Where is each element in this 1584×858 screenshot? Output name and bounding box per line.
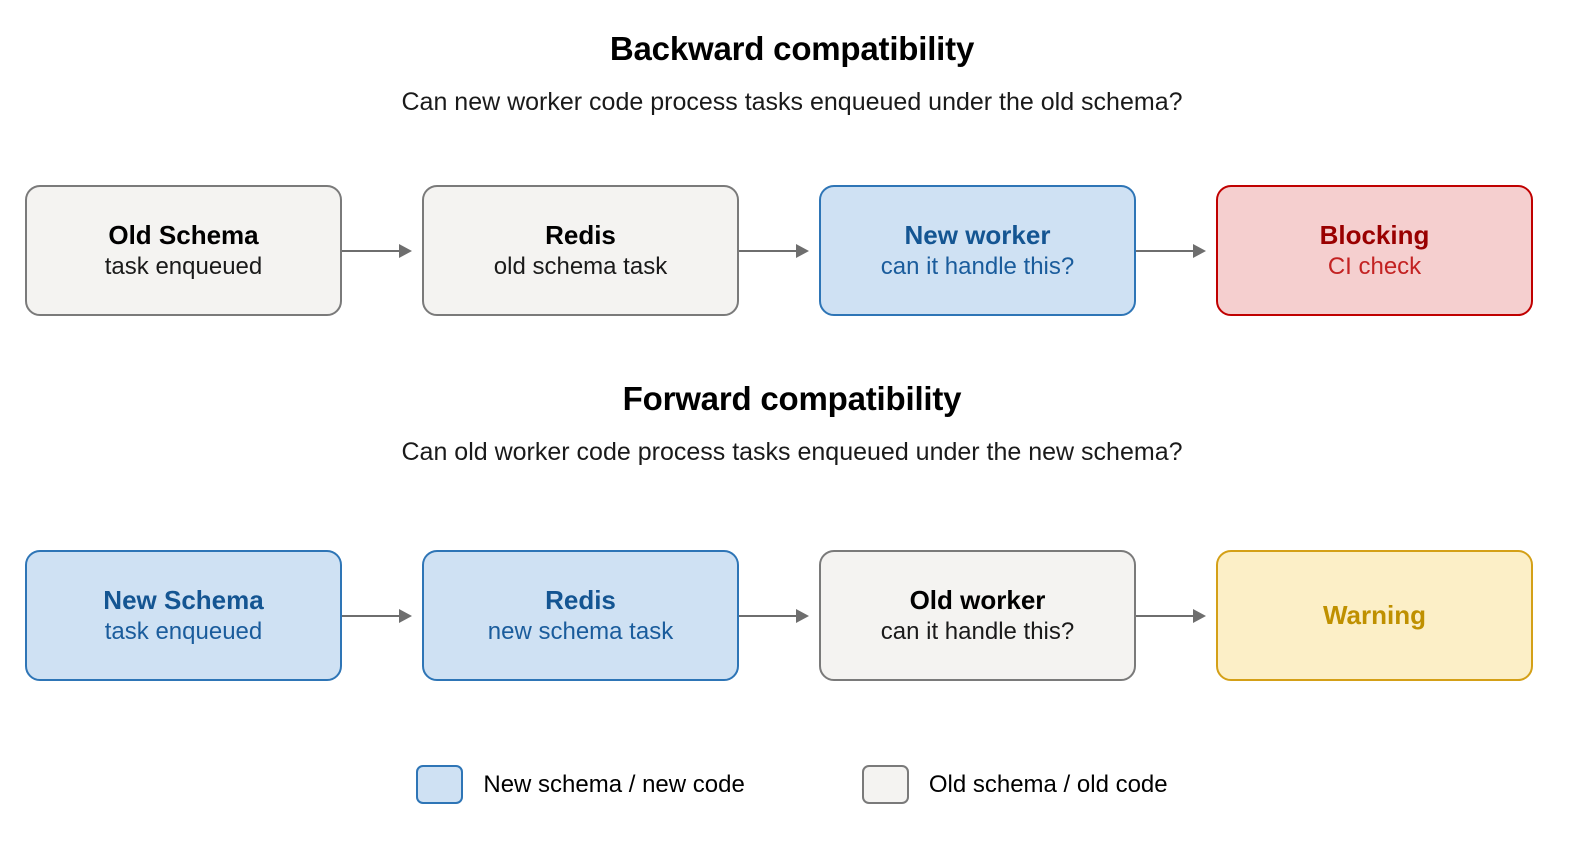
- node-title: Old worker: [909, 584, 1046, 615]
- arrow-shaft: [342, 249, 408, 252]
- arrow-right-icon: [1136, 185, 1216, 316]
- legend-swatch-blue-icon: [416, 765, 464, 804]
- forward-section-title: Forward compatibility: [622, 380, 962, 417]
- backward-section-subtitle: Can new worker code process tasks enqueu…: [401, 88, 1183, 116]
- legend-label: Old schema / old code: [928, 770, 1168, 798]
- node-redis-new[interactable]: Redis new schema task: [422, 550, 739, 681]
- arrow-shaft: [739, 249, 805, 252]
- backward-flow-row: Old Schema task enqueued Redis old schem…: [25, 185, 1533, 316]
- arrow-head: [399, 608, 412, 623]
- node-title: Redis: [545, 219, 616, 250]
- legend-item-new: New schema / new code: [416, 765, 745, 804]
- forward-section-subtitle: Can old worker code process tasks enqueu…: [401, 438, 1183, 466]
- arrow-head: [1193, 243, 1206, 258]
- node-title: Old Schema: [108, 219, 259, 250]
- arrow-head: [796, 608, 809, 623]
- node-blocking-ci-check[interactable]: Blocking CI check: [1216, 185, 1533, 316]
- node-new-worker[interactable]: New worker can it handle this?: [819, 185, 1136, 316]
- node-title: New worker: [904, 219, 1051, 250]
- arrow-shaft: [342, 614, 408, 617]
- arrow-head: [399, 243, 412, 258]
- node-warning[interactable]: Warning: [1216, 550, 1533, 681]
- legend: New schema / new code Old schema / old c…: [0, 765, 1584, 804]
- arrow-right-icon: [342, 185, 422, 316]
- node-subtitle: can it handle this?: [880, 618, 1075, 646]
- arrow-head: [796, 243, 809, 258]
- arrow-right-icon: [1136, 550, 1216, 681]
- node-subtitle: old schema task: [493, 253, 668, 281]
- node-redis-old[interactable]: Redis old schema task: [422, 185, 739, 316]
- arrow-shaft: [739, 614, 805, 617]
- node-subtitle: new schema task: [487, 618, 674, 646]
- arrow-head: [1193, 608, 1206, 623]
- node-new-schema[interactable]: New Schema task enqueued: [25, 550, 342, 681]
- node-old-schema[interactable]: Old Schema task enqueued: [25, 185, 342, 316]
- backward-section-title: Backward compatibility: [609, 30, 975, 67]
- legend-label: New schema / new code: [483, 770, 745, 798]
- node-title: Redis: [545, 584, 616, 615]
- legend-item-old: Old schema / old code: [861, 765, 1168, 804]
- forward-flow-row: New Schema task enqueued Redis new schem…: [25, 550, 1533, 681]
- node-subtitle: can it handle this?: [880, 253, 1075, 281]
- node-title: Warning: [1322, 600, 1427, 631]
- node-subtitle: task enqueued: [104, 253, 263, 281]
- node-title: New Schema: [103, 584, 264, 615]
- arrow-shaft: [1136, 249, 1202, 252]
- node-subtitle: task enqueued: [104, 618, 263, 646]
- arrow-right-icon: [739, 185, 819, 316]
- node-title: Blocking: [1319, 219, 1430, 250]
- arrow-right-icon: [342, 550, 422, 681]
- legend-swatch-grey-icon: [861, 765, 909, 804]
- node-old-worker[interactable]: Old worker can it handle this?: [819, 550, 1136, 681]
- node-subtitle: CI check: [1327, 253, 1422, 281]
- arrow-shaft: [1136, 614, 1202, 617]
- arrow-right-icon: [739, 550, 819, 681]
